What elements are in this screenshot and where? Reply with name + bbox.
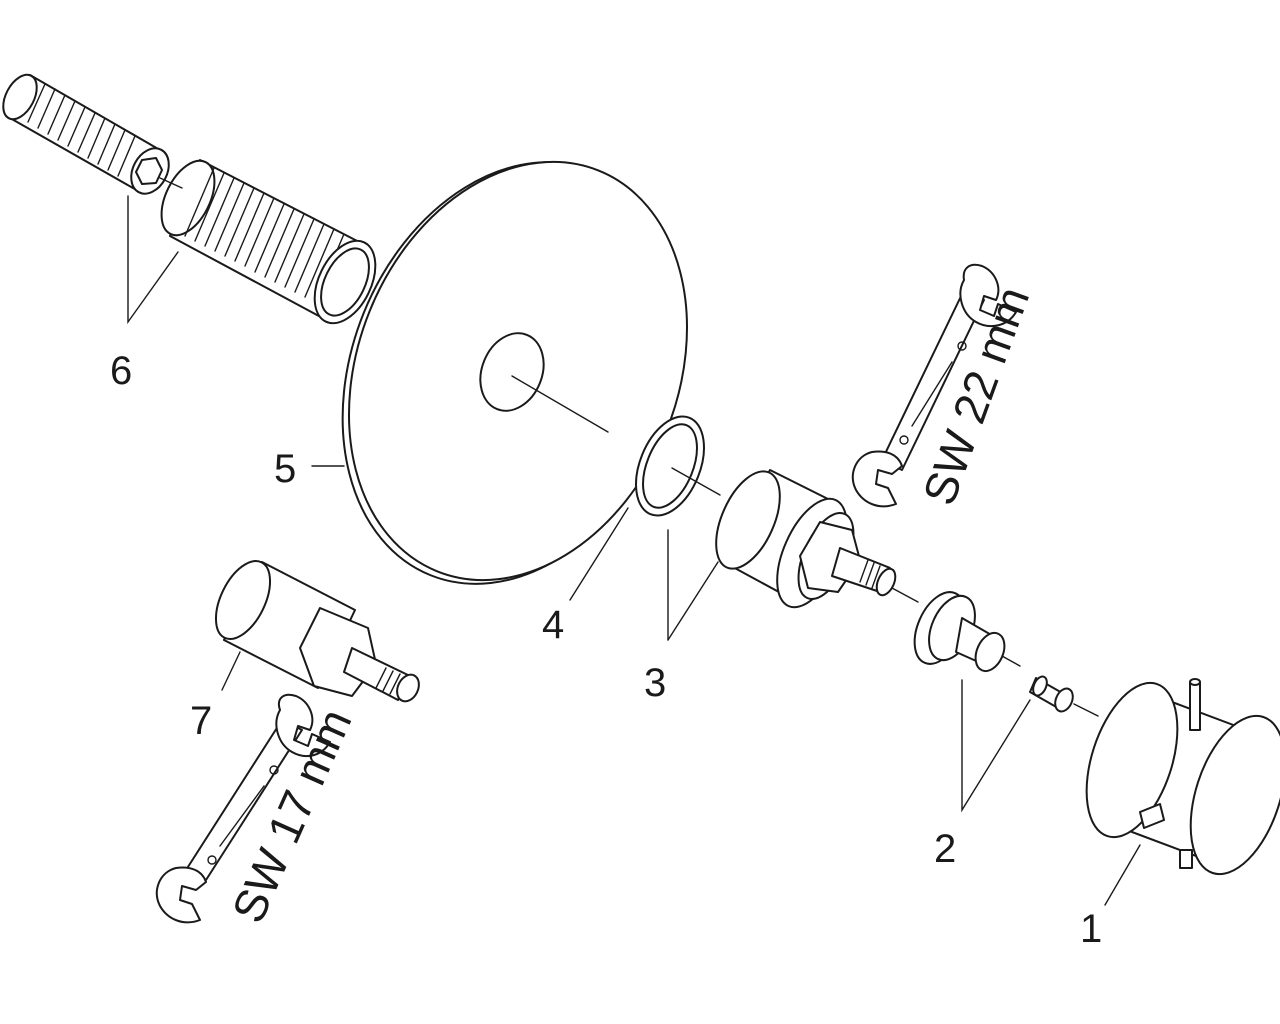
valve-cartridge-3 <box>715 469 919 609</box>
large-threaded-extension <box>160 159 377 325</box>
leader-lines <box>311 465 719 641</box>
o-ring-4 <box>635 415 721 517</box>
wrench-22mm-icon: SW 22 mm <box>851 263 1039 511</box>
callout-labels: 1 2 3 4 5 6 7 <box>110 349 1102 951</box>
small-threaded-extension <box>2 73 170 195</box>
screw <box>1029 675 1074 713</box>
callout-1: 1 <box>1080 907 1102 951</box>
callout-5: 5 <box>274 447 296 491</box>
callout-7: 7 <box>190 699 212 743</box>
callout-4: 4 <box>542 603 564 647</box>
escutcheon-plate-5 <box>341 160 688 585</box>
callout-2: 2 <box>934 827 956 871</box>
extension-parts-6 <box>2 73 377 325</box>
valve-cartridge-7 <box>214 560 420 703</box>
handle-1 <box>1085 678 1280 906</box>
adapter-and-screw-2 <box>913 591 1099 813</box>
callout-6: 6 <box>110 349 132 393</box>
callout-3: 3 <box>644 661 666 705</box>
wrench-17mm-icon: SW 17 mm <box>155 693 362 930</box>
